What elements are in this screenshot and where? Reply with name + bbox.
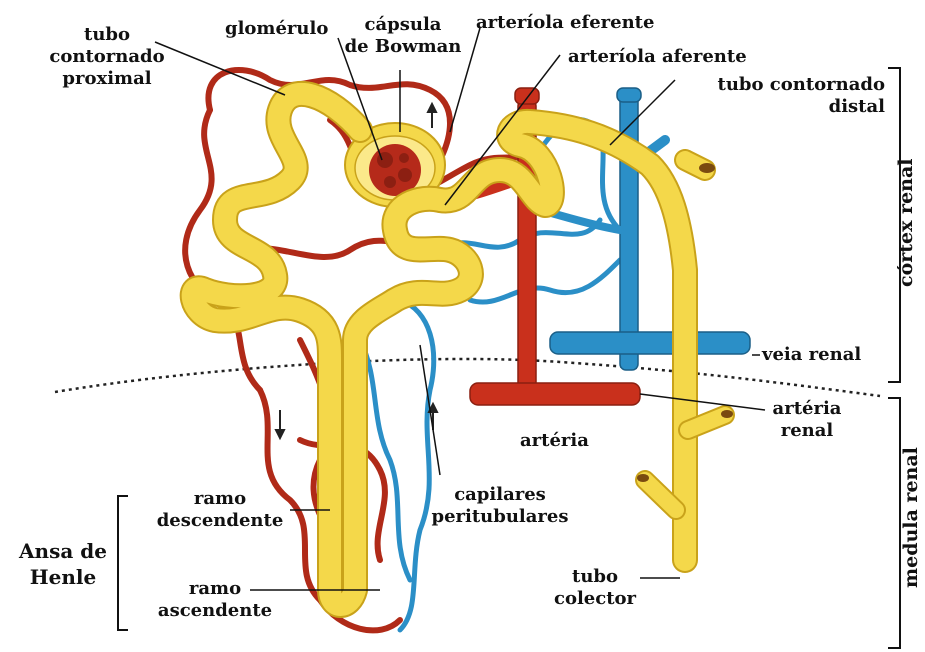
label-medula-renal: medula renal bbox=[900, 458, 922, 588]
label-arteria: artéria bbox=[520, 430, 589, 452]
label-tubo-proximal: tubo contornado proximal bbox=[42, 24, 172, 90]
label-capsula-bowman: cápsula de Bowman bbox=[338, 14, 468, 58]
label-cortex-renal: córtex renal bbox=[895, 167, 917, 287]
label-ansa-henle: Ansa de Henle bbox=[8, 538, 118, 590]
label-arteriola-aferente: arteríola aferente bbox=[568, 46, 747, 68]
label-arteria-renal: artéria renal bbox=[762, 398, 852, 442]
label-tubo-colector: tubo colector bbox=[545, 566, 645, 610]
label-ramo-descendente: ramo descendente bbox=[150, 488, 290, 532]
label-ramo-ascendente: ramo ascendente bbox=[150, 578, 280, 622]
label-glomerulo: glomérulo bbox=[225, 18, 328, 40]
label-capilares: capilares peritubulares bbox=[420, 484, 580, 528]
label-arteriola-eferente: arteríola eferente bbox=[476, 12, 654, 34]
label-tubo-distal: tubo contornado distal bbox=[640, 74, 885, 118]
cortex-medulla-boundary bbox=[55, 359, 880, 396]
label-veia-renal: veia renal bbox=[762, 344, 861, 366]
